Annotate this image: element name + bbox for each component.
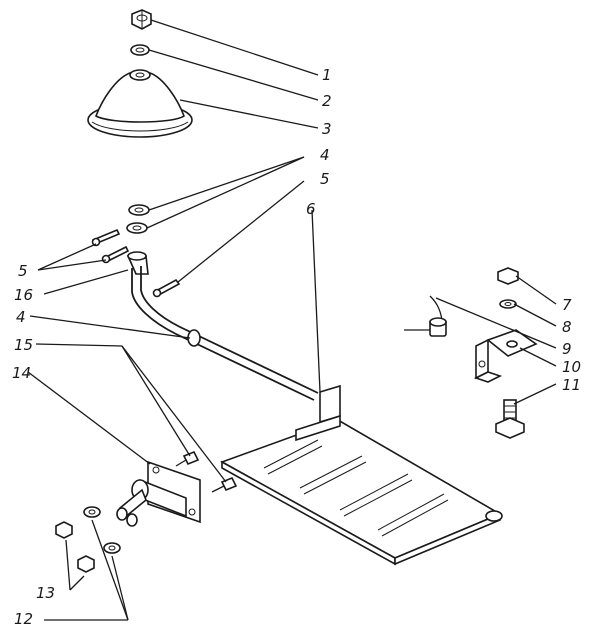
- part-6-pedal-plate: [220, 384, 503, 566]
- callout-11: 11: [562, 376, 581, 394]
- part-15-screws: [175, 450, 238, 493]
- part-12-washers: [83, 506, 121, 554]
- callout-9: 9: [562, 340, 572, 358]
- callout-4-upper: 4: [320, 146, 330, 164]
- callout-16: 16: [14, 286, 33, 304]
- part-5-cotter-pin-right: [152, 278, 181, 298]
- part-2-lock-washer: [130, 44, 150, 56]
- part-1-hex-nut: [131, 9, 152, 30]
- callout-5-upper-right: 5: [320, 170, 330, 188]
- callout-14: 14: [12, 364, 31, 382]
- part-13-nuts: [55, 521, 95, 573]
- part-3-dome-cover: [87, 69, 193, 138]
- callout-5-left: 5: [18, 262, 28, 280]
- part-7-nut: [497, 267, 519, 285]
- callout-2: 2: [322, 92, 332, 110]
- callout-15: 15: [14, 336, 33, 354]
- part-14-switch-assembly: [116, 460, 201, 527]
- leader-lines: [27, 19, 557, 621]
- part-16-control-rod: [126, 251, 319, 401]
- callout-labels: 1 2 3 4 5 6 5 16 4 15 14 7 8 9 10 11 13 …: [12, 66, 581, 628]
- callout-8: 8: [562, 318, 572, 336]
- callout-10: 10: [562, 358, 581, 376]
- part-4-washers-upper: [126, 204, 150, 234]
- part-10-angle-bracket: [473, 329, 538, 383]
- callout-4-lower: 4: [16, 308, 26, 326]
- callout-6: 6: [306, 200, 316, 218]
- callout-12: 12: [14, 610, 33, 628]
- callout-3: 3: [322, 120, 332, 138]
- callout-1: 1: [322, 66, 332, 84]
- callout-7: 7: [562, 296, 572, 314]
- part-5-cotter-pins-left: [91, 228, 130, 264]
- part-8-washer: [499, 299, 517, 309]
- part-11-bolt: [495, 399, 525, 439]
- callout-13: 13: [36, 584, 55, 602]
- part-9-stud-with-nut: [404, 295, 447, 337]
